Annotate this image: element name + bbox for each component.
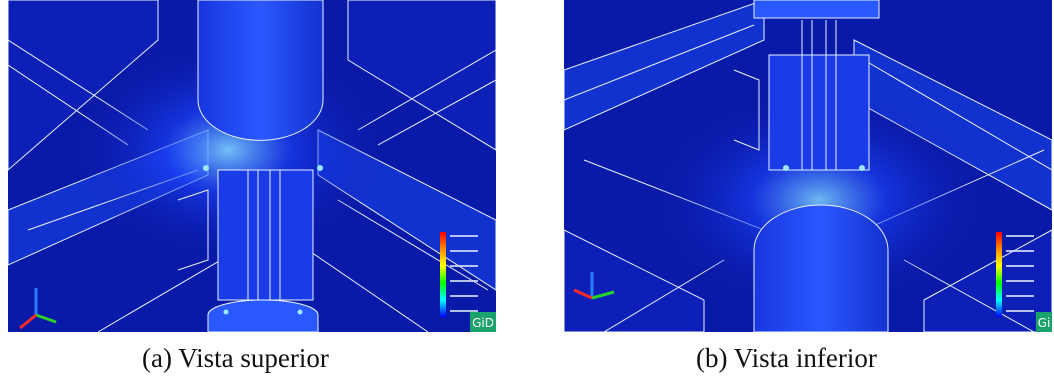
colorbar [440,232,446,317]
caption-top-view: (a) Vista superior [142,343,329,374]
caption-label: (a) [142,343,172,373]
caption-label: (b) [696,343,728,373]
caption-text: Vista superior [178,343,329,373]
caption-text: Vista inferior [733,343,877,373]
colorbar-ticks [450,235,478,312]
render-panel-bottom-view: Gi [564,0,1052,332]
gid-logo-badge [1036,312,1052,332]
axes-triad-icon [573,272,615,300]
axes-triad-icon [19,288,57,330]
colorbar-ticks [1006,235,1034,312]
fem-field-plot-bottom: Gi [564,0,1052,332]
gid-logo-text: GiD [472,316,494,330]
fem-field-plot-top: GiD [8,0,496,332]
render-panel-top-view: GiD [8,0,496,332]
caption-bottom-view: (b) Vista inferior [696,343,877,374]
colorbar [996,232,1002,317]
gid-logo-badge [470,312,496,332]
gid-logo-text: Gi [1038,316,1051,330]
